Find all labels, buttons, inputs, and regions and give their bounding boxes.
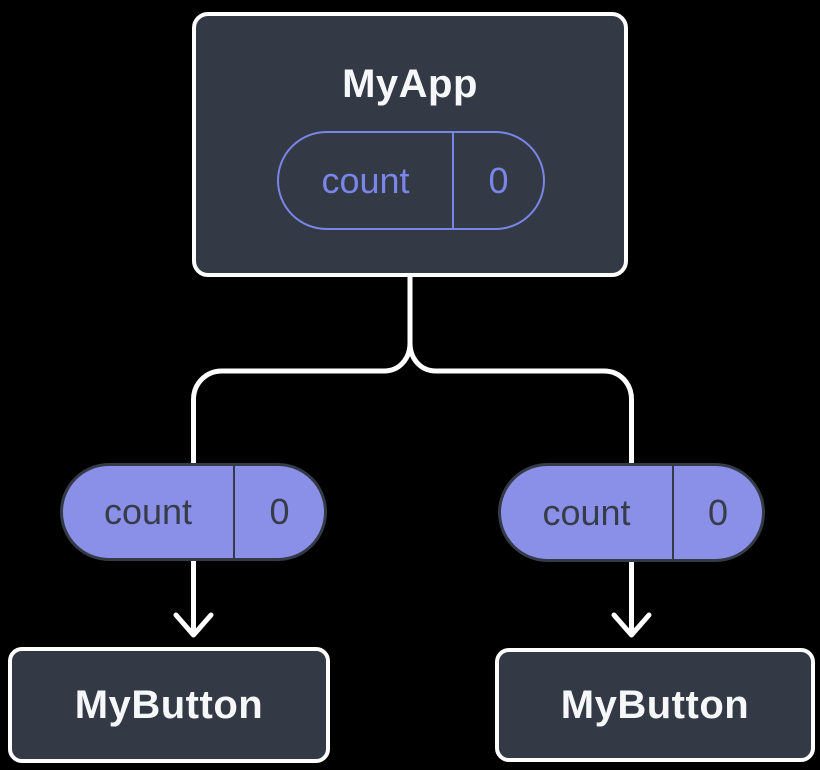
edge-root-to-left-child [191, 267, 413, 635]
prop-pill-name: count [63, 466, 235, 558]
right-prop-pill: count 0 [498, 463, 765, 562]
left-prop-pill: count 0 [60, 463, 327, 561]
mybutton-node-title: MyButton [74, 682, 264, 727]
edge-root-to-right-child [407, 267, 634, 635]
mybutton-node-left: MyButton [8, 647, 330, 763]
prop-pill-value: 0 [269, 491, 290, 532]
state-pill-value: 0 [488, 159, 509, 201]
myapp-node: MyApp [192, 12, 628, 277]
mybutton-node-right: MyButton [495, 648, 815, 762]
state-pill-name: count [279, 133, 454, 228]
prop-pill-value: 0 [707, 491, 729, 533]
prop-pill-name: count [501, 466, 674, 559]
mybutton-node-title: MyButton [560, 682, 750, 727]
arrowhead-left-icon [173, 612, 214, 638]
arrowhead-right-icon [611, 612, 652, 638]
myapp-node-title: MyApp [342, 62, 478, 106]
myapp-state-pill: count 0 [277, 131, 545, 230]
